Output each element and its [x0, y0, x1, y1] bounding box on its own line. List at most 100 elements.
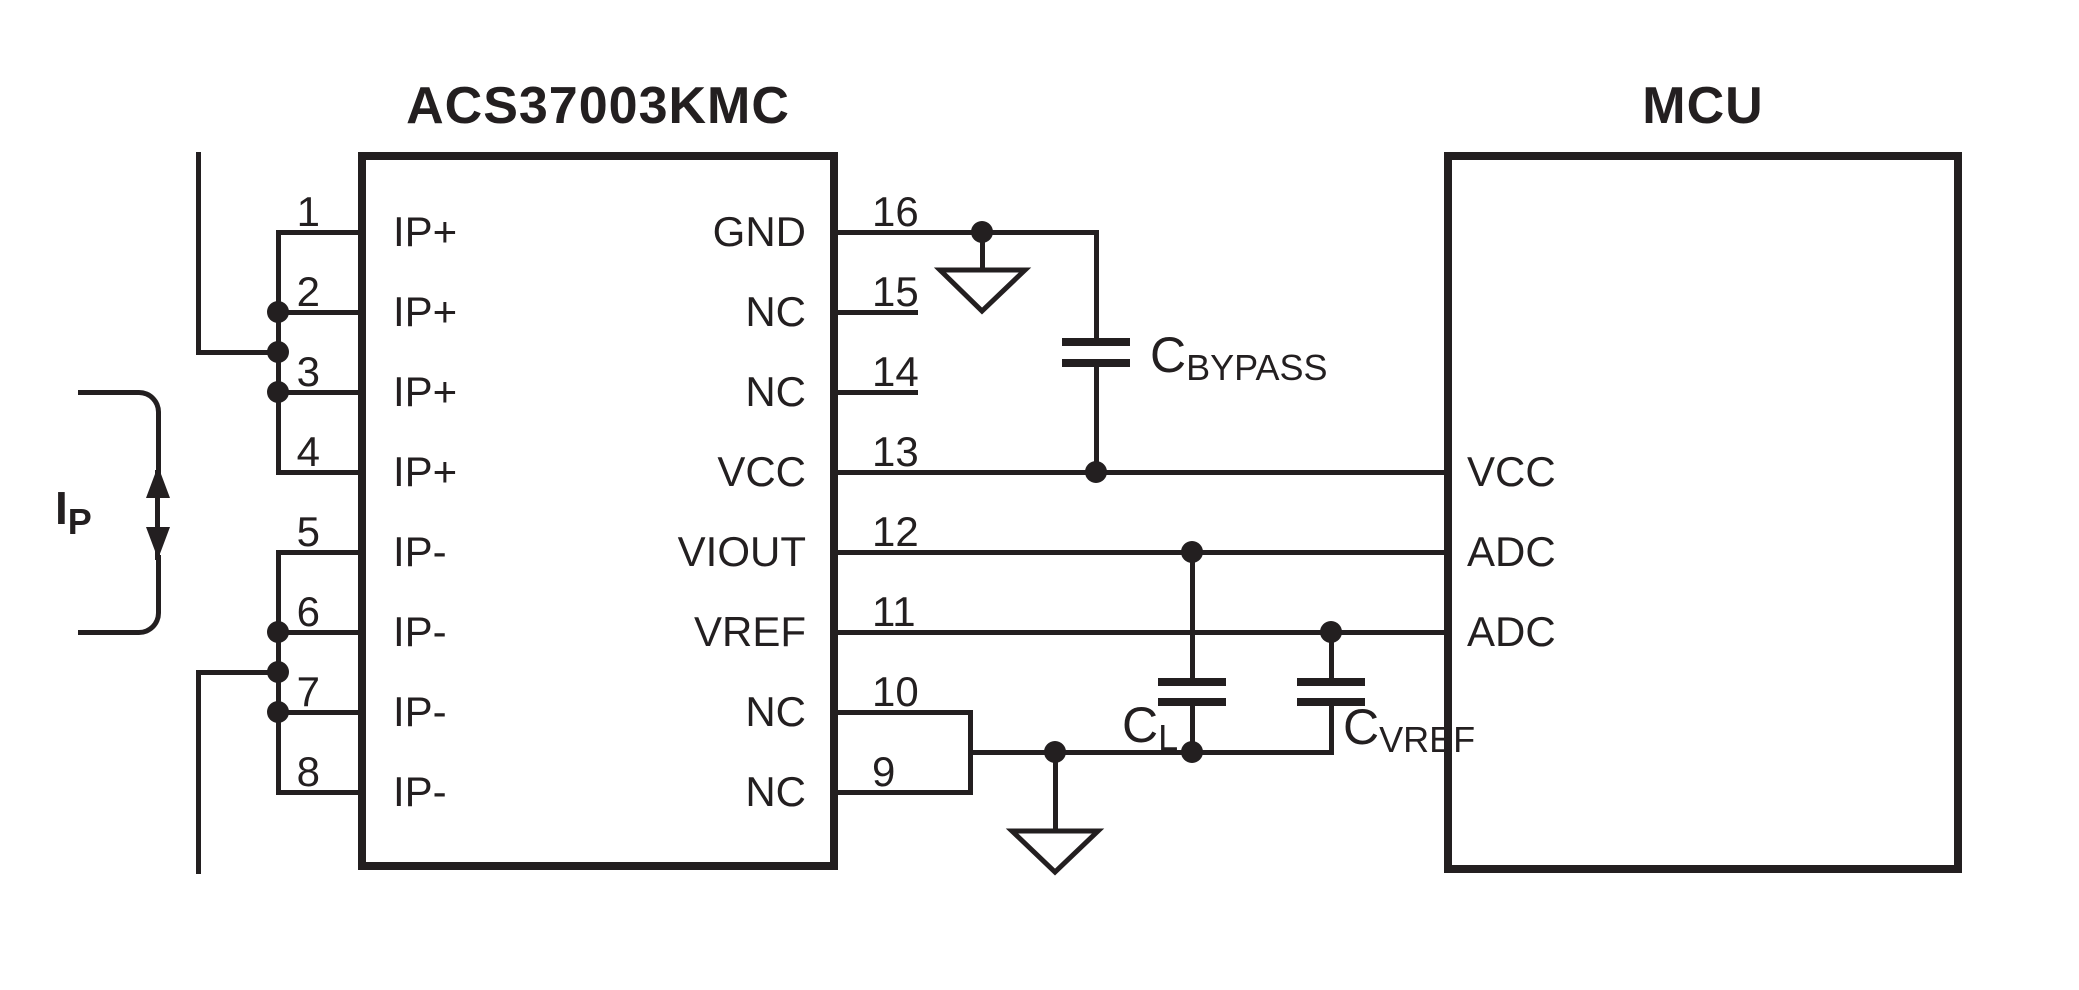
ic-pin-label-nc9: NC	[745, 768, 806, 815]
ground-bottom-stem	[1053, 750, 1058, 834]
junction-dot	[267, 621, 289, 643]
stub-nc10	[837, 710, 972, 715]
wire-vcc	[837, 470, 1444, 475]
ip-current-label-main: I	[55, 482, 68, 534]
stub-nc15	[837, 310, 918, 315]
cl-label: CL	[1122, 700, 1178, 763]
cbypass-wire-bottom	[1094, 367, 1099, 474]
wire-pin6	[278, 630, 358, 635]
cl-label-sub: L	[1158, 716, 1179, 758]
wire-viout	[837, 550, 1444, 555]
ic-pin-label-vref: VREF	[693, 608, 806, 655]
wire-primary-out-vertical	[196, 670, 201, 874]
cbypass-label: CBYPASS	[1150, 330, 1328, 393]
ic-pin-label-ip4: IP+	[393, 448, 458, 495]
ic-pin-label-ip7: IP-	[393, 688, 447, 735]
wire-pin7	[278, 710, 358, 715]
pin-number-13: 13	[872, 428, 919, 475]
ic-pin-label-ip2: IP+	[393, 288, 458, 335]
pin-number-14: 14	[872, 348, 919, 395]
ic-pin-label-nc14: NC	[745, 368, 806, 415]
ic-pin-label-ip1: IP+	[393, 208, 458, 255]
pin-number-3: 3	[296, 348, 320, 395]
junction-dot	[1181, 741, 1203, 763]
mcu-title: MCU	[1642, 77, 1764, 135]
ip-current-label-sub: P	[67, 501, 92, 543]
junction-dot	[267, 341, 289, 363]
wire-bottom-rail	[968, 750, 1331, 755]
arrow-down-icon	[146, 527, 170, 559]
wire-primary-in-horizontal	[196, 350, 281, 355]
ic-pin-label-ip6: IP-	[393, 608, 447, 655]
ground-top-stem	[980, 230, 985, 272]
mcu-box	[1444, 152, 1962, 873]
ic-title: ACS37003KMC	[406, 77, 790, 135]
cl-plate-top	[1158, 678, 1226, 686]
wire-pin3	[278, 390, 358, 395]
cbypass-label-main: C	[1150, 327, 1187, 383]
wire-vref	[837, 630, 1444, 635]
cbypass-plate-bottom	[1062, 359, 1130, 367]
stub-nc9	[837, 790, 972, 795]
pin-number-5: 5	[296, 508, 320, 555]
arrow-up-icon	[146, 466, 170, 498]
cvref-wire-top	[1329, 630, 1334, 678]
pin-number-4: 4	[296, 428, 320, 475]
cl-plate-bottom	[1158, 698, 1226, 706]
pin-number-9: 9	[872, 748, 896, 795]
pin-number-2: 2	[296, 268, 320, 315]
ic-pin-label-gnd: GND	[712, 208, 806, 255]
cbypass-plate-top	[1062, 338, 1130, 346]
wire-primary-out-horizontal	[196, 670, 281, 675]
ic-pin-label-nc15: NC	[745, 288, 806, 335]
pin-number-16: 16	[872, 188, 919, 235]
wire-gnd	[837, 230, 1099, 235]
ic-pin-label-ip8: IP-	[393, 768, 447, 815]
stub-nc14	[837, 390, 918, 395]
pin-number-1: 1	[296, 188, 320, 235]
ip-bracket-top	[78, 390, 161, 475]
pin-number-15: 15	[872, 268, 919, 315]
wire-primary-in-vertical	[196, 152, 201, 354]
cl-label-main: C	[1122, 697, 1159, 753]
cvref-label-sub: VREF	[1379, 718, 1476, 760]
mcu-pin-label-adc2: ADC	[1467, 608, 1556, 655]
ic-pin-label-ip5: IP-	[393, 528, 447, 575]
cvref-wire-bottom	[1329, 706, 1334, 755]
junction-dot	[1085, 461, 1107, 483]
wire-pin4	[278, 470, 358, 475]
junction-dot	[267, 661, 289, 683]
mcu-pin-label-adc1: ADC	[1467, 528, 1556, 575]
ground-icon	[1005, 828, 1105, 876]
pin-number-10: 10	[872, 668, 919, 715]
cl-wire-bottom	[1190, 706, 1195, 755]
cbypass-wire-top	[1094, 230, 1099, 340]
ic-pin-label-vcc: VCC	[717, 448, 806, 495]
ic-pin-label-viout: VIOUT	[677, 528, 806, 575]
cbypass-label-sub: BYPASS	[1186, 346, 1328, 388]
cvref-label: CVREF	[1343, 702, 1475, 765]
ip-arrow-shaft	[155, 470, 160, 560]
cvref-plate-bottom	[1297, 698, 1365, 706]
cvref-label-main: C	[1343, 699, 1380, 755]
ground-icon	[933, 267, 1032, 315]
junction-dot	[267, 301, 289, 323]
pin-number-7: 7	[296, 668, 320, 715]
pin-number-11: 11	[872, 588, 916, 635]
ic-pin-label-nc10: NC	[745, 688, 806, 735]
junction-dot	[267, 381, 289, 403]
wire-pin8	[278, 790, 358, 795]
wire-pin5	[278, 550, 358, 555]
ip-bracket-bottom	[78, 555, 161, 635]
ic-box	[358, 152, 838, 870]
cl-wire-top	[1190, 550, 1195, 678]
wire-pin1	[278, 230, 358, 235]
wire-pin2	[278, 310, 358, 315]
ic-pin-label-ip3: IP+	[393, 368, 458, 415]
pin-number-6: 6	[296, 588, 320, 635]
junction-dot	[267, 701, 289, 723]
pin-number-12: 12	[872, 508, 919, 555]
pin-number-8: 8	[296, 748, 320, 795]
